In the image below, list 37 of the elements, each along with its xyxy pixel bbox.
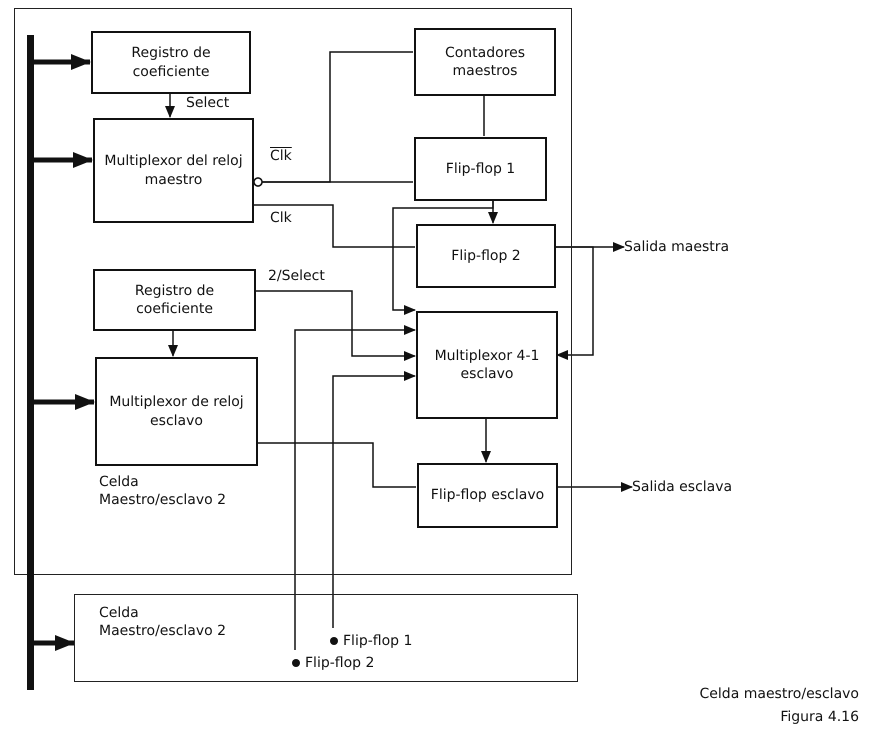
signal-line <box>253 51 413 187</box>
block-box: Registro de coeficiente <box>93 269 256 331</box>
signal-line <box>165 93 175 118</box>
output-label: Salida esclava <box>632 475 782 499</box>
block-box: Flip-flop 2 <box>416 224 556 288</box>
signal-line <box>294 325 416 650</box>
caption-text: Celda maestro/esclavo <box>700 686 859 702</box>
cell-frame <box>74 594 578 682</box>
signal-line <box>483 95 485 136</box>
signal-line <box>257 442 416 488</box>
signal-line <box>481 418 491 463</box>
block-box: Registro de coeficiente <box>91 31 251 94</box>
block-box: Multiplexor de reloj esclavo <box>95 357 258 466</box>
signal-line <box>392 200 494 315</box>
block-box: Multiplexor del reloj maestro <box>93 118 254 223</box>
block-label: Flip-flop 1 <box>343 632 412 650</box>
cell-label: Celda Maestro/esclavo 2 <box>99 605 228 640</box>
signal-line <box>557 482 633 492</box>
signal-line <box>332 371 416 628</box>
signal-line <box>168 330 178 357</box>
block-label: Flip-flop 2 <box>305 654 374 672</box>
bus-arrow <box>34 394 95 410</box>
block-box: Multiplexor 4-1 esclavo <box>416 311 558 419</box>
caption-text: Figura 4.16 <box>780 709 859 725</box>
cell-frame <box>14 8 572 575</box>
block-box: Contadores maestros <box>414 28 556 96</box>
bus-arrow <box>34 152 93 168</box>
bus-arrow <box>34 54 91 70</box>
bus-bar <box>27 35 34 690</box>
block-box: Flip-flop 1 <box>414 137 547 201</box>
cell-label: Celda Maestro/esclavo 2 <box>99 474 228 509</box>
signal-line <box>555 246 594 360</box>
signal-line <box>255 290 416 361</box>
output-label: Salida maestra <box>624 235 774 259</box>
bus-arrow <box>34 635 75 651</box>
signal-line <box>253 204 415 248</box>
block-box: Flip-flop esclavo <box>417 463 558 528</box>
